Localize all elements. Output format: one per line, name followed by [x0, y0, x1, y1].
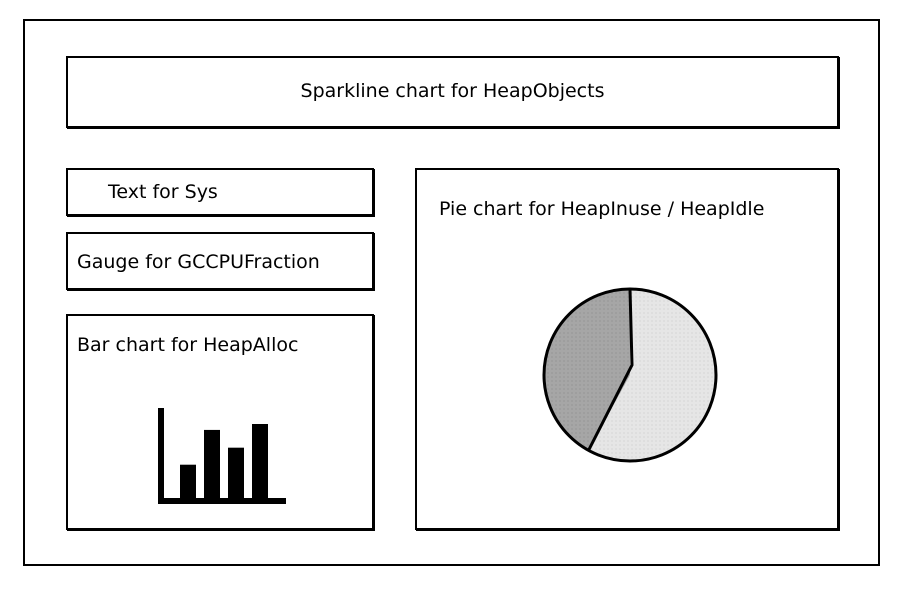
bar-chart-panel: Bar chart for HeapAlloc [66, 314, 374, 530]
pie-chart-icon-outline [542, 287, 718, 463]
bar-chart-icon-x-axis [158, 498, 286, 504]
pie-chart-panel-label: Pie chart for HeapInuse / HeapIdle [439, 198, 765, 220]
pie-chart-icon-slice-texture [588, 289, 716, 461]
text-panel: Text for Sys [66, 168, 374, 216]
sparkline-panel: Sparkline chart for HeapObjects [66, 56, 839, 128]
bar-chart-icon-bar [180, 464, 196, 498]
bar-chart-icon-bar [228, 447, 244, 498]
pie-chart-icon [542, 287, 718, 463]
bar-chart-icon-bar [204, 429, 220, 498]
bar-chart-panel-label: Bar chart for HeapAlloc [77, 334, 299, 356]
bar-chart-icon-bar [252, 424, 268, 498]
bar-chart-icon-y-axis [158, 408, 164, 504]
gauge-panel: Gauge for GCCPUFraction [66, 232, 374, 290]
sparkline-panel-label: Sparkline chart for HeapObjects [300, 80, 605, 102]
pie-chart-panel: Pie chart for HeapInuse / HeapIdle [415, 168, 839, 530]
text-panel-label: Text for Sys [108, 181, 218, 203]
bar-chart-icon [158, 408, 286, 504]
gauge-panel-label: Gauge for GCCPUFraction [77, 251, 320, 273]
pie-chart-icon-divider [587, 288, 634, 452]
